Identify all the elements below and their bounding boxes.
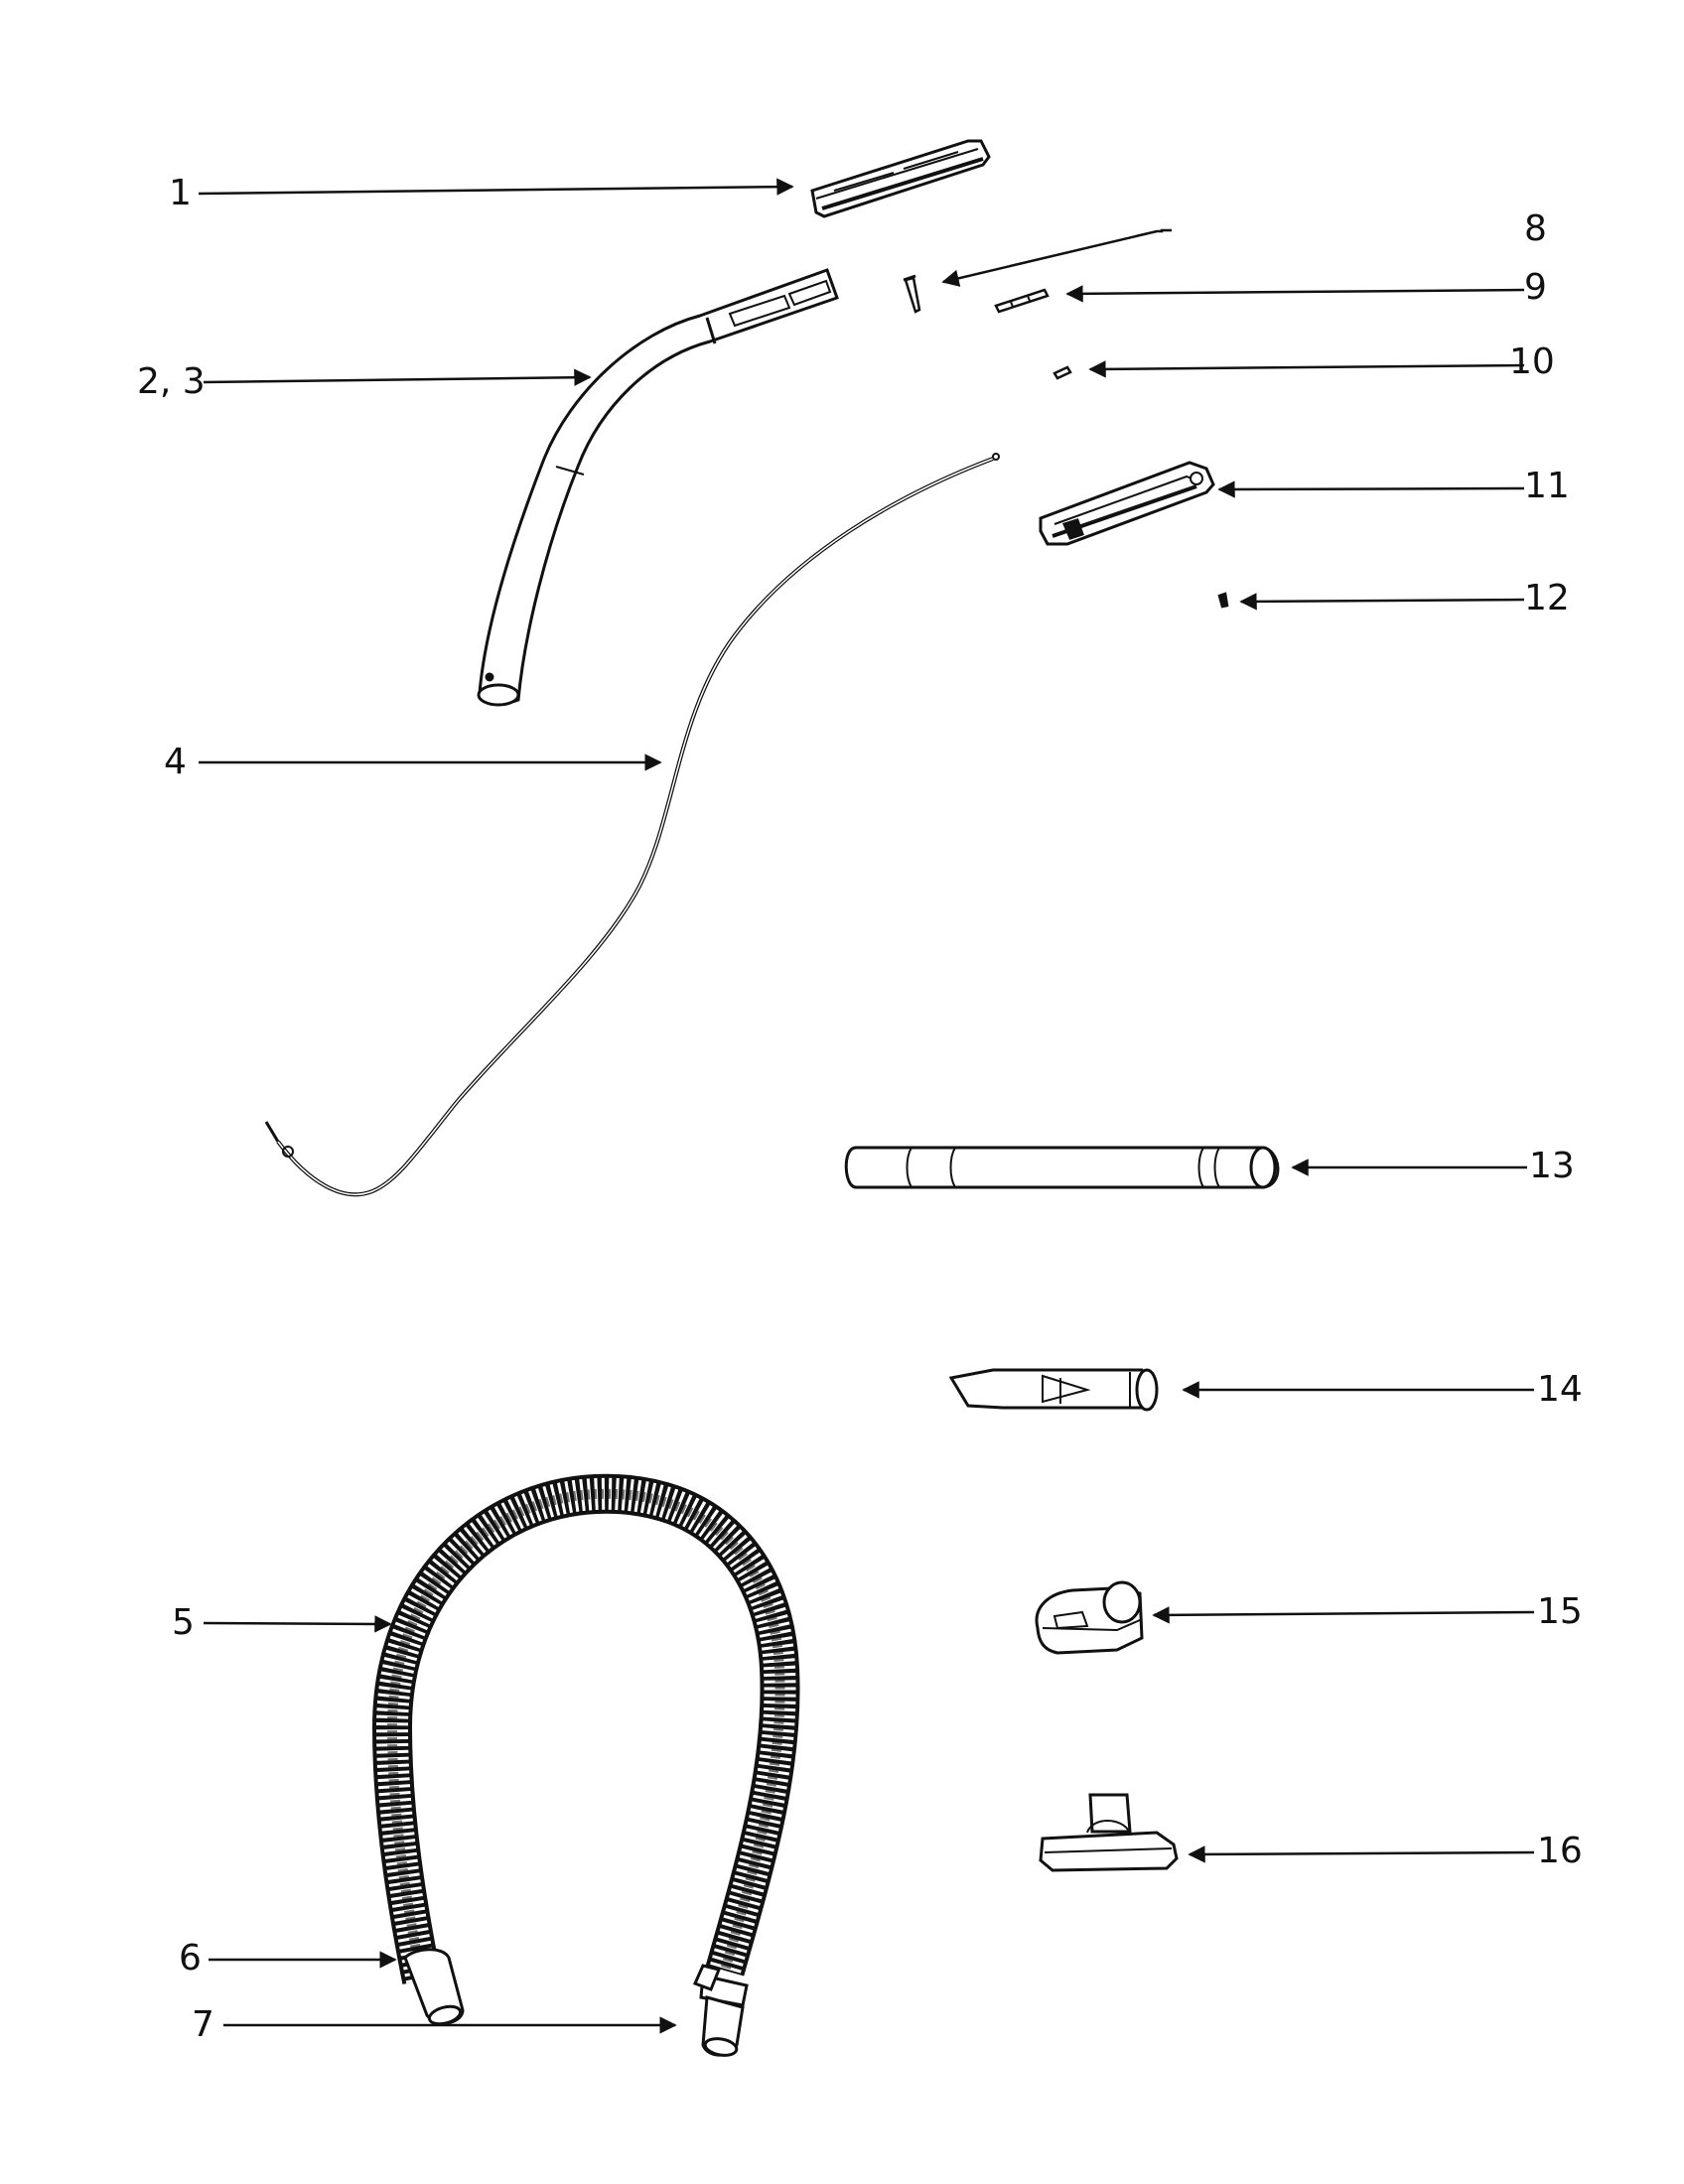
label-4: 4 — [164, 742, 187, 782]
label-1: 1 — [169, 173, 192, 213]
label-15: 15 — [1537, 1591, 1583, 1632]
part-14-crevice-tool — [948, 1368, 1159, 1412]
part-11-switch-housing — [1039, 461, 1215, 546]
part-7-hose-end-right — [692, 1964, 749, 2057]
label-6: 6 — [179, 1938, 202, 1979]
leader-11 — [1217, 480, 1525, 498]
part-10-spring — [1052, 365, 1072, 380]
part-12-screw — [1217, 592, 1229, 609]
label-13: 13 — [1529, 1146, 1575, 1186]
part-5-hose — [371, 1473, 800, 1984]
part-8-screw — [903, 274, 921, 314]
part-16-dusting-brush — [1039, 1793, 1179, 1872]
label-16: 16 — [1537, 1831, 1583, 1871]
part-1-handle-top-cover — [810, 139, 991, 218]
label-5: 5 — [172, 1602, 195, 1643]
leader-2-3 — [203, 368, 592, 386]
label-12: 12 — [1524, 578, 1570, 618]
part-13-extension-wand — [844, 1146, 1280, 1189]
leader-15 — [1152, 1606, 1535, 1624]
part-4-switch-cable — [264, 453, 1000, 1197]
label-8: 8 — [1524, 208, 1547, 249]
label-2-3: 2, 3 — [137, 361, 206, 402]
leader-9 — [1065, 285, 1525, 303]
leader-5 — [203, 1615, 392, 1633]
label-14: 14 — [1537, 1369, 1583, 1410]
label-10: 10 — [1509, 341, 1555, 382]
part-9-pin — [994, 288, 1050, 314]
part-2-3-upper-handle — [477, 268, 839, 707]
leader-1 — [198, 178, 794, 196]
leader-12 — [1239, 593, 1525, 611]
label-11: 11 — [1524, 466, 1570, 506]
leader-8 — [941, 228, 1172, 287]
label-9: 9 — [1524, 267, 1547, 308]
label-7: 7 — [192, 2004, 214, 2045]
leader-10 — [1088, 360, 1525, 378]
leader-16 — [1188, 1845, 1535, 1863]
part-15-upholstery-nozzle — [1035, 1580, 1144, 1655]
part-6-hose-end-left — [403, 1948, 465, 2026]
